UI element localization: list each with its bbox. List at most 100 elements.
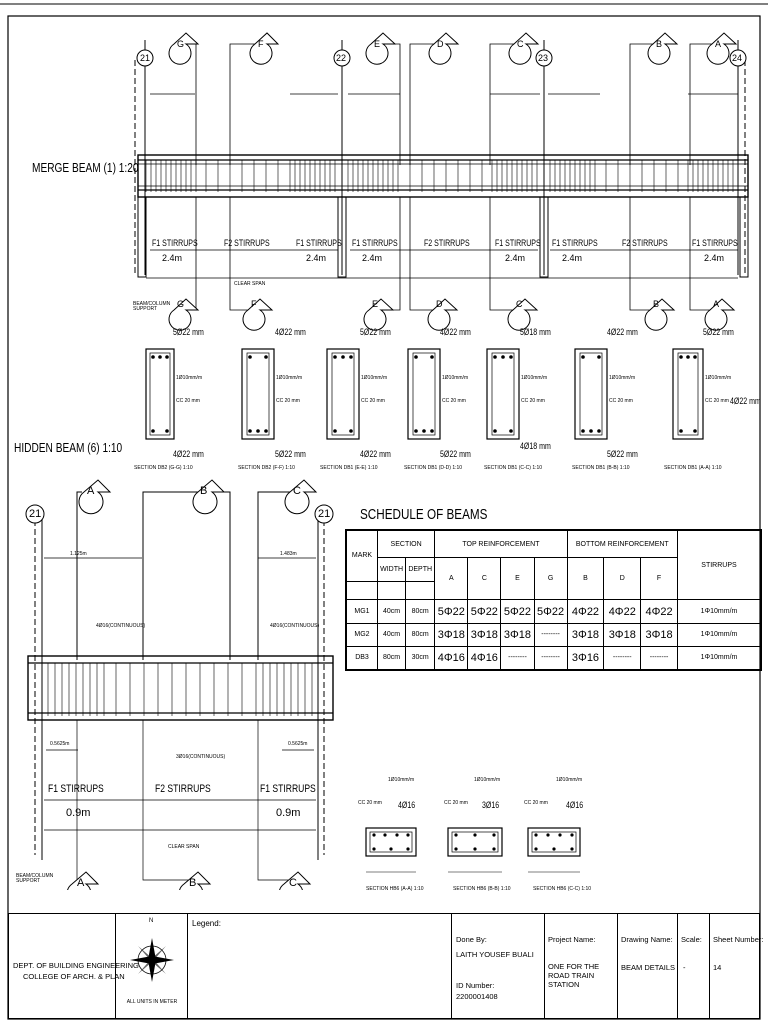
project-label: Project Name: xyxy=(548,935,596,944)
section-cover-note: CC 20 mm xyxy=(442,398,466,404)
hb-section-stirrup: 1Ø10mm/m xyxy=(388,777,415,783)
section-top-bars: 5Ø22 mm xyxy=(173,327,204,337)
section-cover-note: CC 20 mm xyxy=(361,398,385,404)
section-bottom-bars: 5Ø22 mm xyxy=(440,449,471,459)
hb-section-cover: CC 20 mm xyxy=(524,800,548,806)
merge-beam-elevation xyxy=(134,32,749,331)
section-stirrup-note: 1Ø10mm/m xyxy=(521,375,548,381)
axis-flag-g-bottom: G xyxy=(177,299,185,309)
section-title: SECTION DB1 (A-A) 1:10 xyxy=(664,465,722,471)
zone-length: 2.4m xyxy=(505,253,526,263)
hb-section-cover: CC 20 mm xyxy=(444,800,468,806)
section-stirrup-note: 1Ø10mm/m xyxy=(442,375,469,381)
row-stirrups: 1Φ10mm/m xyxy=(677,645,761,671)
hb-section-stirrup: 1Ø10mm/m xyxy=(474,777,501,783)
schedule-col-header: B xyxy=(566,557,605,601)
stirrup-zone-label: F2 STIRRUPS xyxy=(224,238,270,248)
beam-schedule-table: MARK SECTION TOP REINFORCEMENT BOTTOM RE… xyxy=(345,529,762,671)
drawing-cell: Drawing Name: BEAM DETAILS xyxy=(617,914,677,1018)
axis-flag-f-bottom: F xyxy=(251,299,257,309)
hb-section-stirrup: 1Ø10mm/m xyxy=(556,777,583,783)
row-bottom-bar: 3Φ18 xyxy=(603,622,642,647)
zone-length: 2.4m xyxy=(562,253,583,263)
section-cover-note: CC 20 mm xyxy=(276,398,300,404)
row-top-bar: 3Φ18 xyxy=(467,622,502,647)
row-bottom-bar: -------- xyxy=(603,645,642,671)
section-top-bars: 4Ø22 mm xyxy=(440,327,471,337)
section-stirrup-note: 1Ø10mm/m xyxy=(705,375,732,381)
row-stirrups: 1Φ10mm/m xyxy=(677,622,761,647)
sheet-label: Sheet Number: xyxy=(713,935,764,944)
section-top-bars: 5Ø18 mm xyxy=(520,327,551,337)
stirrup-zone-label: F2 STIRRUPS xyxy=(424,238,470,248)
row-top-bar: 5Φ22 xyxy=(500,599,535,624)
section-bottom-bars: 4Ø22 mm xyxy=(730,396,761,406)
schedule-header: WIDTH xyxy=(376,557,407,582)
row-bottom-bar: -------- xyxy=(640,645,678,671)
axis-bubble-24: 24 xyxy=(732,53,743,63)
row-top-bar: -------- xyxy=(500,645,535,671)
section-stirrup-note: 1Ø10mm/m xyxy=(361,375,388,381)
dept-line-2: COLLEGE OF ARCH. & PLAN xyxy=(23,972,125,981)
axis-bubble-21: 21 xyxy=(140,53,151,63)
support-note: BEAM/COLUMN SUPPORT xyxy=(16,873,54,884)
axis-flag-b: B xyxy=(200,485,208,497)
section-bottom-bars: 5Ø22 mm xyxy=(607,449,638,459)
table-row: MG1 40cm 80cm 5Φ22 5Φ22 5Φ22 5Φ22 4Φ22 4… xyxy=(346,599,761,624)
done-by-name: LAITH YOUSEF BUALI xyxy=(456,950,534,959)
schedule-header: STIRRUPS xyxy=(677,529,761,601)
row-top-bar: 5Φ22 xyxy=(467,599,502,624)
row-top-bar: 5Φ22 xyxy=(434,599,469,624)
row-bottom-bar: 3Φ16 xyxy=(566,645,605,671)
hb-section-cover: CC 20 mm xyxy=(358,800,382,806)
stirrup-zone-label: F1 STIRRUPS xyxy=(260,783,316,795)
axis-flag-d-bottom: D xyxy=(436,299,443,309)
schedule-col-header: C xyxy=(467,557,502,601)
schedule-header: MARK xyxy=(346,530,378,582)
row-top-bar: 4Φ16 xyxy=(434,645,469,671)
zone-length: 2.4m xyxy=(162,253,183,263)
schedule-col-header: A xyxy=(434,557,469,601)
axis-flag-b-bottom: B xyxy=(189,877,197,889)
done-by-cell: Done By: LAITH YOUSEF BUALI ID Number: 2… xyxy=(451,914,544,1018)
hb-section-bars: 4Ø16 xyxy=(398,800,416,810)
section-bottom-bars: 5Ø22 mm xyxy=(275,449,306,459)
schedule-col-header: F xyxy=(640,557,678,601)
row-top-bar: 3Φ18 xyxy=(500,622,535,647)
schedule-header: DEPTH xyxy=(405,557,436,582)
schedule-title: SCHEDULE OF BEAMS xyxy=(360,506,488,523)
sheet-number: 14 xyxy=(713,963,722,972)
stirrup-zone-label: F1 STIRRUPS xyxy=(552,238,598,248)
north-letter: N xyxy=(149,918,154,924)
done-by-label: Done By: xyxy=(456,935,487,944)
clear-span-label: CLEAR SPAN xyxy=(168,844,200,850)
section-cover-note: CC 20 mm xyxy=(609,398,633,404)
section-cover-note: CC 20 mm xyxy=(705,398,729,404)
section-stirrup-note: 1Ø10mm/m xyxy=(176,375,203,381)
support-note: BEAM/COLUMN SUPPORT xyxy=(133,301,171,312)
hidden-beam-title: HIDDEN BEAM (6) 1:10 xyxy=(14,440,123,455)
axis-flag-f: F xyxy=(258,39,264,49)
row-width: 40cm xyxy=(376,599,407,624)
row-bottom-bar: 3Φ18 xyxy=(566,622,605,647)
drawing-name: BEAM DETAILS xyxy=(621,963,676,972)
stirrup-zone-label: F1 STIRRUPS xyxy=(692,238,738,248)
row-top-bar: 4Φ16 xyxy=(467,645,502,671)
axis-flag-c: C xyxy=(293,485,301,497)
row-stirrups: 1Φ10mm/m xyxy=(677,599,761,624)
stirrup-zone-label: F1 STIRRUPS xyxy=(296,238,342,248)
scale-label: Scale: xyxy=(681,935,702,944)
row-width: 80cm xyxy=(376,645,407,671)
stirrup-zone-label: F1 STIRRUPS xyxy=(352,238,398,248)
axis-flag-b: B xyxy=(656,39,663,49)
axis-flag-g: G xyxy=(177,39,185,49)
axis-flag-a: A xyxy=(715,39,722,49)
stirrup-zone-label: F2 STIRRUPS xyxy=(155,783,211,795)
hidden-sections xyxy=(365,827,581,873)
hb-section-bars: 4Ø16 xyxy=(566,800,584,810)
dept-line-1: DEPT. OF BUILDING ENGINEERING xyxy=(13,961,139,970)
axis-flag-d: D xyxy=(437,39,444,49)
section-top-bars: 4Ø22 mm xyxy=(275,327,306,337)
axis-bubble-21: 21 xyxy=(29,508,42,520)
